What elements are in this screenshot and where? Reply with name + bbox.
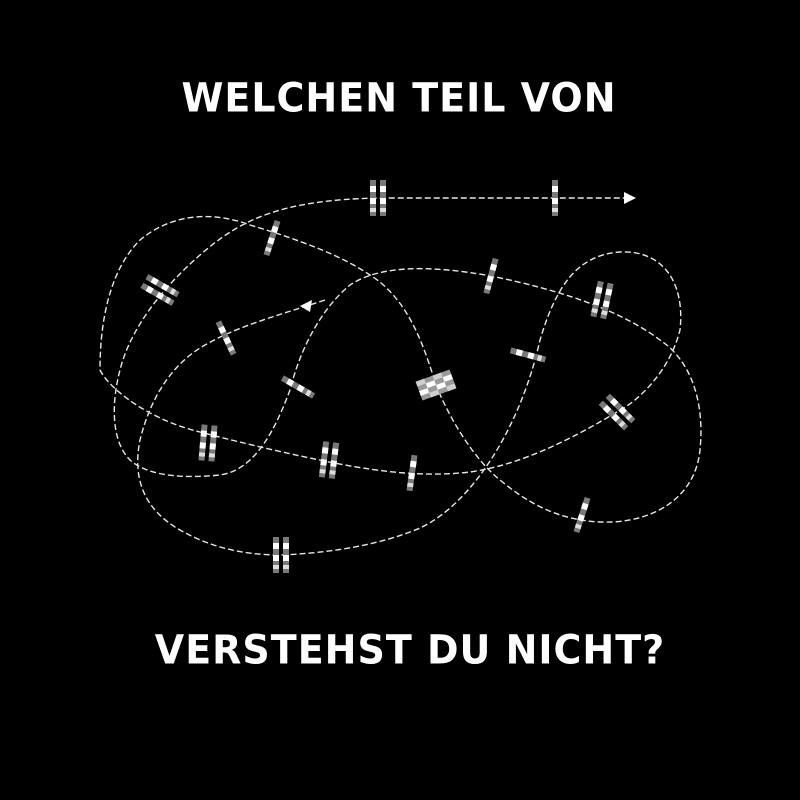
gate-marker — [273, 537, 289, 573]
gate-marker — [509, 347, 547, 363]
gate-marker — [280, 375, 316, 399]
gate-marker — [319, 441, 339, 479]
gate-marker — [552, 180, 558, 216]
headline-top: WELCHEN TEIL VON — [181, 74, 617, 122]
end-arrow-icon — [624, 192, 636, 204]
route-line — [99, 197, 702, 556]
gate-marker — [263, 219, 281, 257]
headline-bottom: VERSTEHST DU NICHT? — [154, 626, 666, 674]
finish-flag-icon — [415, 369, 457, 401]
gate-marker — [483, 257, 499, 295]
gate-marker — [198, 424, 217, 461]
gate-marker — [370, 180, 386, 216]
start-arrow-icon — [300, 300, 312, 312]
gate-marker — [599, 394, 636, 431]
gate-marker — [573, 496, 591, 534]
gate-marker — [590, 281, 613, 320]
gate-marker — [140, 274, 179, 306]
